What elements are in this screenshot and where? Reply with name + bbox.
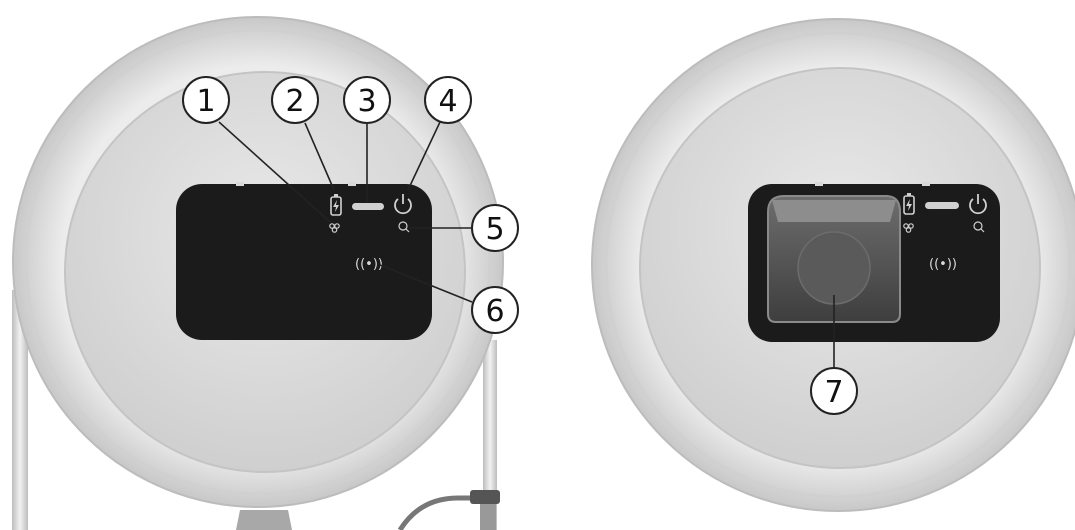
cable-clamp [470, 490, 500, 504]
charging-cable [400, 498, 480, 530]
callout-1: 1 [183, 77, 229, 123]
callout-4: 4 [425, 77, 471, 123]
stand-base [236, 510, 292, 530]
rfid-reader-icon: ((•)) [355, 257, 383, 272]
status-light-bar [925, 202, 959, 209]
socket-inlet [798, 232, 870, 304]
callout-6: 6 [472, 287, 518, 333]
rfid-reader-icon: ((•)) [929, 257, 957, 272]
svg-text:3: 3 [357, 84, 376, 119]
svg-text:4: 4 [438, 84, 457, 119]
status-light-bar [352, 203, 384, 210]
svg-text:5: 5 [485, 212, 504, 247]
callout-7: 7 [811, 368, 857, 414]
charger-right: ((•)) 7 [592, 19, 1075, 511]
svg-text:6: 6 [485, 294, 504, 329]
callout-3: 3 [344, 77, 390, 123]
svg-text:1: 1 [196, 84, 215, 119]
svg-text:7: 7 [824, 375, 843, 410]
callout-2: 2 [272, 77, 318, 123]
svg-text:2: 2 [285, 84, 304, 119]
control-panel [176, 184, 432, 340]
callout-5: 5 [472, 205, 518, 251]
charger-left: ((•)) 1 2 3 4 5 [12, 17, 518, 530]
